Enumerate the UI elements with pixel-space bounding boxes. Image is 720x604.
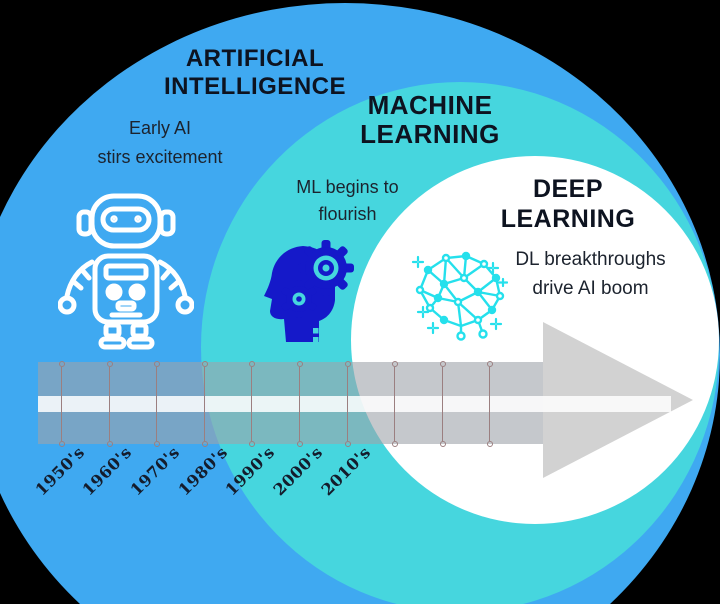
timeline-tick	[154, 361, 160, 447]
timeline-arrow-stripe	[38, 396, 671, 412]
timeline-tick	[249, 361, 255, 447]
timeline-tick	[440, 361, 446, 447]
ml-title: MACHINE LEARNING	[360, 90, 500, 149]
ml-subtitle: ML begins to flourish	[296, 177, 399, 224]
head-gears-icon	[264, 240, 354, 343]
ai-subtitle: Early AI stirs excitement	[97, 118, 223, 167]
dl-subtitle: DL breakthroughs drive AI boom	[515, 249, 666, 299]
dl-title: DEEP LEARNING	[500, 175, 636, 233]
timeline-tick	[392, 361, 398, 447]
timeline-tick	[202, 361, 208, 447]
ai-title: ARTIFICIAL INTELLIGENCE	[163, 45, 346, 100]
robot-icon	[58, 193, 194, 350]
timeline-tick	[59, 361, 65, 447]
timeline-tick	[487, 361, 493, 447]
timeline-tick	[345, 361, 351, 447]
neural-brain-icon	[411, 251, 508, 341]
timeline-tick	[297, 361, 303, 447]
timeline-tick	[107, 361, 113, 447]
